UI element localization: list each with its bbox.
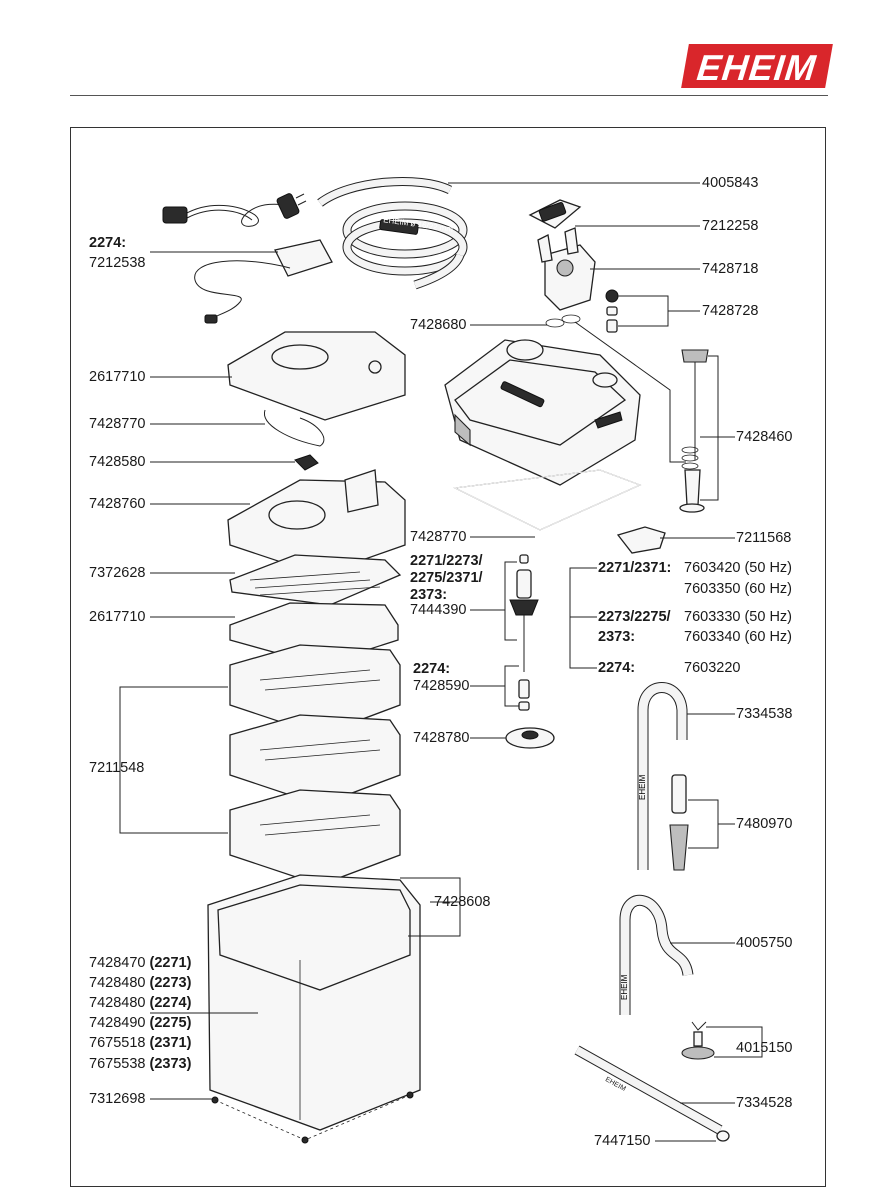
- label-7444390: 7444390: [410, 602, 467, 618]
- label-impeller-models-2: 2275/2371/: [410, 570, 483, 586]
- label-7428460: 7428460: [736, 429, 793, 445]
- motor-model-4: 2373:: [598, 629, 636, 645]
- canister-list-row-2: 7428480 (2273): [89, 975, 192, 991]
- label-7428608: 7428608: [434, 894, 491, 910]
- label-7428718: 7428718: [702, 261, 759, 277]
- canister-list-row-5: 7675518 (2371): [89, 1035, 192, 1051]
- filter-grid: [229, 554, 402, 606]
- connection-block: [537, 227, 596, 311]
- label-7312698: 7312698: [89, 1091, 146, 1107]
- label-7211568: 7211568: [736, 530, 792, 546]
- label-4005750: 4005750: [736, 935, 793, 951]
- suction-cup: [681, 1021, 715, 1060]
- power-supply: [194, 239, 333, 324]
- pipe-print-1: EHEIM: [638, 774, 647, 800]
- motor-model-3: 2273/2275/: [598, 609, 671, 625]
- canister-list-row-4: 7428490 (2275): [89, 1015, 192, 1031]
- label-4005843: 4005843: [702, 175, 759, 191]
- label-7334528: 7334528: [736, 1095, 793, 1111]
- prime-valve: [679, 349, 709, 513]
- label-7447150: 7447150: [594, 1133, 651, 1149]
- motor-part-1: 7603420 (50 Hz): [684, 560, 793, 576]
- motor-model-1: 2271/2371:: [598, 560, 672, 576]
- label-7428770-mid: 7428770: [410, 529, 467, 545]
- valve-adapter: [528, 199, 582, 229]
- inlet-pipe: EHEIM: [619, 894, 694, 1015]
- label-7212258: 7212258: [702, 218, 759, 234]
- label-7372628: 7372628: [89, 565, 146, 581]
- filter-basket-1: [229, 644, 401, 736]
- spray-bar: [574, 1045, 730, 1142]
- spray-nozzle: [669, 774, 689, 871]
- motor-part-5: 7603220: [684, 660, 741, 676]
- canister-list-row-1: 7428470 (2271): [89, 955, 192, 971]
- header-divider: [70, 95, 828, 96]
- power-cord: [162, 193, 307, 227]
- label-7428590: 7428590: [413, 678, 470, 694]
- label-7334538: 7334538: [736, 706, 793, 722]
- hose-coil: [317, 177, 468, 290]
- motor-part-3: 7603330 (50 Hz): [684, 609, 793, 625]
- canister-list-row-6: 7675538 (2373): [89, 1056, 192, 1072]
- top-tray: [227, 469, 406, 576]
- canister-body: [207, 874, 421, 1144]
- motor-part-4: 7603340 (60 Hz): [684, 629, 793, 645]
- label-7428780: 7428780: [413, 730, 470, 746]
- label-7428770-left: 7428770: [89, 416, 146, 432]
- clip: [616, 526, 666, 554]
- leader-lines: [119, 182, 763, 1142]
- label-7428680: 7428680: [410, 317, 467, 333]
- label-4015150: 4015150: [736, 1040, 793, 1056]
- motor-model-5: 2274:: [598, 660, 636, 676]
- label-2617710-mid: 2617710: [89, 609, 146, 625]
- cap: [294, 454, 319, 471]
- label-7428760: 7428760: [89, 496, 146, 512]
- motor-part-2: 7603350 (60 Hz): [684, 581, 793, 597]
- label-impeller-models-3: 2373:: [410, 587, 448, 603]
- label-7480970: 7480970: [736, 816, 793, 832]
- pipe-print-2: EHEIM: [620, 974, 629, 1000]
- label-7211548: 7211548: [89, 760, 145, 776]
- label-7212538: 7212538: [89, 255, 146, 271]
- label-2274-shaft: 2274:: [413, 661, 451, 677]
- canister-lid: [227, 331, 406, 447]
- impeller-assembly: [505, 554, 555, 749]
- pump-head: [444, 339, 641, 486]
- label-impeller-models-1: 2271/2273/: [410, 553, 483, 569]
- outlet-pipe: EHEIM: [637, 682, 688, 870]
- label-7428728: 7428728: [702, 303, 759, 319]
- small-fittings: [605, 289, 619, 333]
- canister-list-row-3: 7428480 (2274): [89, 995, 192, 1011]
- label-2617710-top: 2617710: [89, 369, 146, 385]
- label-7428580: 7428580: [89, 454, 146, 470]
- filter-basket-2: [229, 714, 401, 806]
- label-2274-power: 2274:: [89, 235, 127, 251]
- filter-basket-3: [229, 789, 401, 886]
